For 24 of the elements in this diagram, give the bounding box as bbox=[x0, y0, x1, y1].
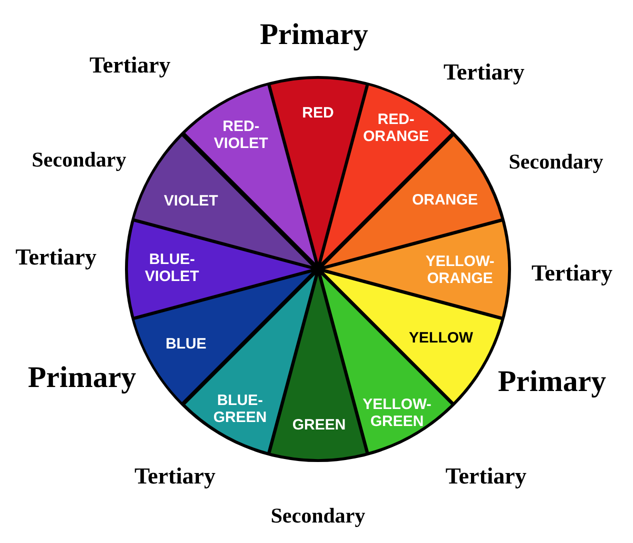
color-class-label: Tertiary bbox=[532, 262, 612, 284]
color-name: RED bbox=[302, 104, 334, 122]
color-name: YELLOW bbox=[408, 330, 474, 346]
color-class-label: Primary bbox=[28, 363, 136, 393]
color-name: GREEN bbox=[292, 416, 346, 434]
color-name: BLUE bbox=[166, 336, 206, 352]
color-name: YELLOW-ORANGE bbox=[426, 252, 494, 287]
color-name: RED-ORANGE bbox=[363, 110, 429, 145]
color-class-label: Secondary bbox=[508, 152, 604, 172]
color-class-label: Secondary bbox=[32, 150, 126, 170]
color-name: RED-VIOLET bbox=[214, 118, 268, 152]
color-class-label: Tertiary bbox=[446, 464, 526, 488]
color-class-label: Secondary bbox=[270, 506, 366, 526]
color-class-label: Tertiary bbox=[90, 54, 170, 76]
color-class-label: Tertiary bbox=[444, 60, 524, 84]
color-name: YELLOW-GREEN bbox=[362, 396, 432, 430]
color-name: ORANGE bbox=[412, 191, 478, 208]
color-name: BLUE-GREEN bbox=[213, 392, 267, 426]
color-name: VIOLET bbox=[164, 192, 218, 210]
color-class-label: Primary bbox=[498, 367, 606, 397]
color-class-label: Primary bbox=[260, 20, 368, 50]
color-class-label: Tertiary bbox=[134, 464, 216, 488]
color-class-label: Tertiary bbox=[16, 246, 96, 268]
color-name: BLUE-VIOLET bbox=[144, 250, 200, 285]
